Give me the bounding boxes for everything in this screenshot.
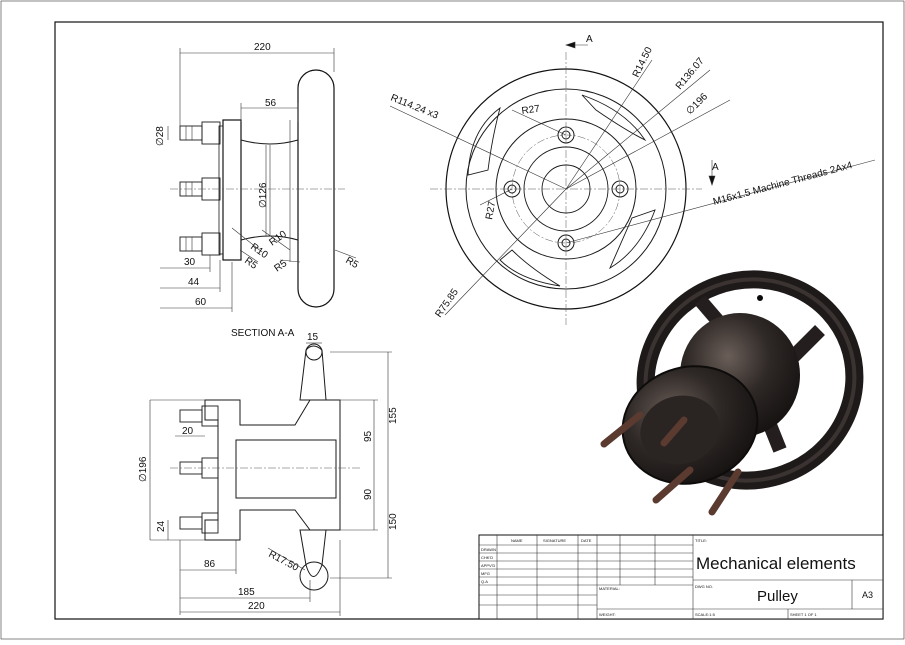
tb-row-appvd: APPV'D — [481, 563, 495, 568]
dim-r27-top: R27 — [521, 103, 541, 117]
dim-r10-b: R10 — [267, 229, 289, 249]
section-label: SECTION A-A — [231, 328, 295, 339]
dim-r5-c: R5 — [344, 255, 361, 271]
title-block: NAME SIGNATURE DATE TITLE: DRAWN CHK'D A… — [478, 534, 884, 620]
tb-sheet: SHEET 1 OF 1 — [790, 612, 817, 617]
inner-border — [54, 21, 884, 620]
pulley-3d-render — [600, 270, 864, 516]
dim-24: 24 — [156, 520, 167, 532]
dim-r27-left: R27 — [484, 200, 498, 220]
tb-header-title: TITLE: — [695, 538, 707, 543]
section-studs — [179, 405, 219, 534]
dim-dia-28: ∅28 — [155, 126, 166, 146]
tb-scale: SCALE:1:5 — [695, 612, 716, 617]
tb-weight-label: WEIGHT: — [599, 612, 616, 617]
dim-r17-50: R17.50 — [267, 549, 301, 574]
dim-56: 56 — [265, 98, 277, 109]
dim-15: 15 — [307, 332, 319, 343]
dim-dia-126: ∅126 — [258, 182, 269, 208]
tb-row-mfg: MFG — [481, 571, 490, 576]
tb-header-signature: SIGNATURE — [543, 538, 566, 543]
tb-row-drawn: DRAWN — [481, 547, 496, 552]
tb-size: A3 — [862, 590, 873, 600]
side-view: 220 56 ∅28 ∅126 R10 R10 R5 R5 R5 30 44 6… — [155, 42, 360, 312]
tb-header-date: DATE — [581, 538, 592, 543]
tb-row-qa: Q.A — [481, 579, 488, 584]
side-rim — [297, 69, 335, 308]
tb-dwg-no: Pulley — [757, 588, 798, 605]
dim-86: 86 — [204, 559, 216, 570]
section-bore — [235, 439, 337, 499]
thread-note: M16x1.5 Machine Threads 2Ax4 — [712, 160, 854, 208]
dim-dia-196-section: ∅196 — [138, 456, 149, 482]
tb-header-name: NAME — [511, 538, 523, 543]
dim-dia-196: ∅196 — [684, 91, 710, 117]
side-hub — [240, 139, 299, 241]
section-mark-top: A — [586, 34, 593, 45]
tb-title: Mechanical elements — [696, 554, 856, 573]
dim-185: 185 — [238, 587, 255, 598]
tb-dwg-no-label: DWG NO. — [695, 584, 713, 589]
side-flange — [222, 119, 242, 261]
section-mark-side: A — [712, 162, 719, 173]
tb-material-label: MATERIAL: — [599, 586, 620, 591]
dim-r5-a: R5 — [242, 255, 259, 272]
dim-20: 20 — [182, 426, 194, 437]
dim-220-top: 220 — [254, 42, 271, 53]
dim-90: 90 — [363, 488, 374, 500]
dim-30: 30 — [184, 257, 196, 268]
dim-220-bottom: 220 — [248, 601, 265, 612]
tb-row-chkd: CHK'D — [481, 555, 493, 560]
dim-r14-50: R14.50 — [631, 45, 655, 79]
dim-150: 150 — [388, 513, 399, 530]
dim-r75-85: R75.85 — [433, 287, 461, 320]
section-body — [204, 399, 341, 541]
dim-44: 44 — [188, 277, 200, 288]
dim-155: 155 — [388, 407, 399, 424]
dim-95: 95 — [363, 430, 374, 442]
dim-60: 60 — [195, 297, 207, 308]
spoke-slots — [467, 94, 656, 287]
dim-r5-b: R5 — [272, 258, 289, 275]
section-view: SECTION A-A — [138, 328, 399, 616]
